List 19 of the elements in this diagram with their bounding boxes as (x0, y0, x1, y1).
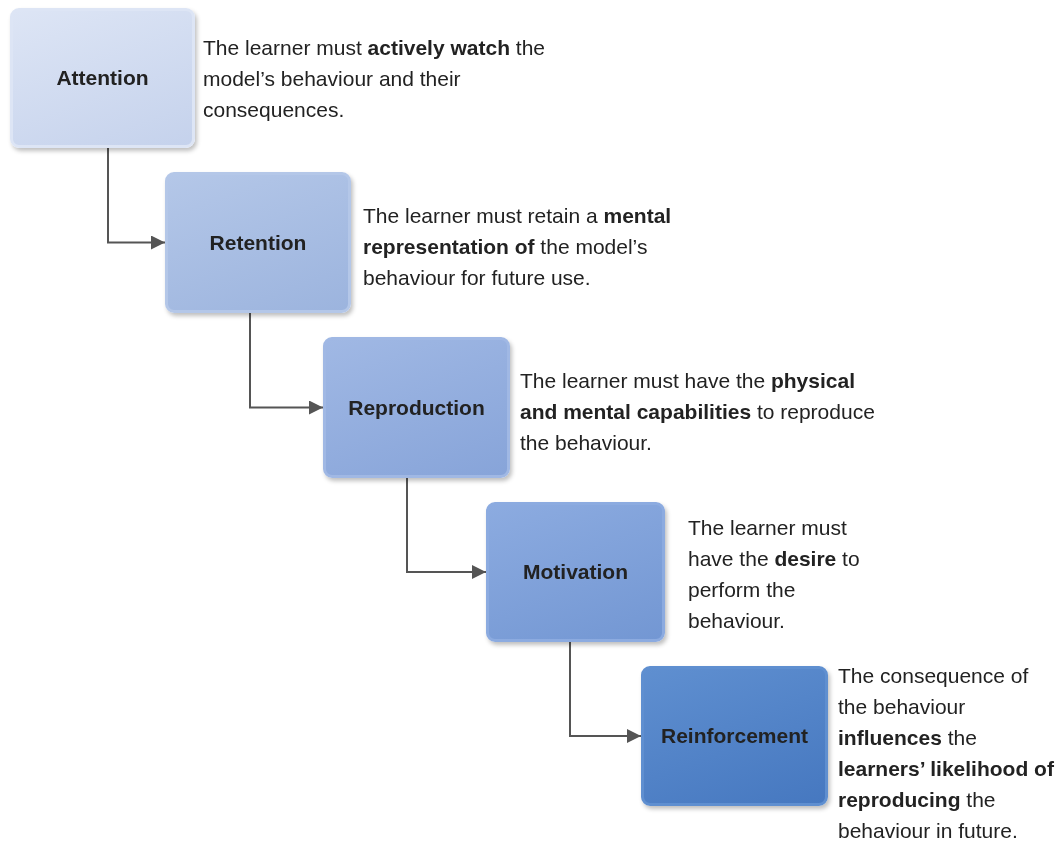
stage-label: Motivation (523, 560, 628, 584)
stage-description: The learner must have the physical and mental capabilities to reproduce the behaviour. (520, 368, 876, 456)
stage-box (323, 337, 510, 478)
arrow (107, 147, 166, 250)
stage-description: The learner must retain a mental representation of the model’s behaviour for future use. (363, 203, 673, 291)
stage-description: The learner must have the desire to perform the behaviour. (688, 515, 861, 634)
stage-description: The learner must actively watch the model’s behaviour and their consequences. (203, 35, 546, 123)
stage-label: Retention (209, 230, 307, 255)
stage-label: Reinforcement (661, 724, 808, 748)
stage-box (10, 8, 195, 148)
stage-label: Reproduction (348, 395, 485, 420)
arrow (249, 312, 324, 415)
stage-label: Attention (56, 66, 149, 90)
stage-description: The consequence of the behaviour influences the learners’ likelihood of reproducing the behaviour in future. (838, 663, 1055, 844)
stage-box (486, 502, 665, 642)
arrow (406, 477, 487, 579)
stage-box (641, 666, 828, 806)
stage-box (165, 172, 351, 313)
arrow (569, 641, 642, 743)
